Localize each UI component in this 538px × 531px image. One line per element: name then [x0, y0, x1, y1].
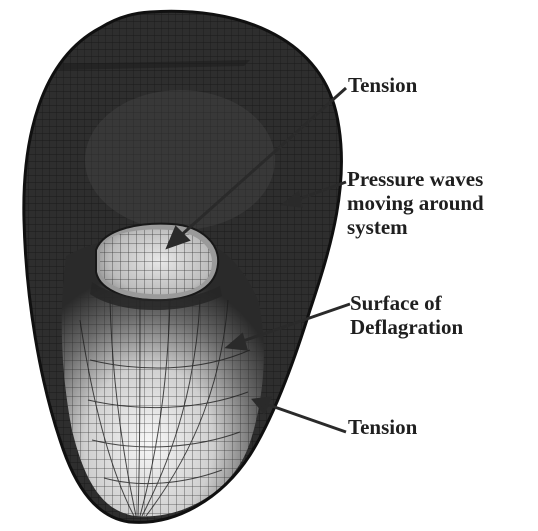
- label-surface-of-deflagration: Surface of Deflagration: [350, 291, 463, 339]
- label-pressure-line-2: moving around: [347, 191, 484, 215]
- label-tension-top-text: Tension: [348, 73, 417, 97]
- label-tension-bottom: Tension: [348, 415, 417, 439]
- label-tension-top: Tension: [348, 73, 417, 97]
- label-pressure-line-1: Pressure waves: [347, 167, 484, 191]
- label-tension-bottom-text: Tension: [348, 415, 417, 439]
- label-surface-line-1: Surface of: [350, 291, 463, 315]
- arrow-tension-bottom: [266, 404, 346, 432]
- label-pressure-line-3: system: [347, 215, 484, 239]
- label-pressure-waves: Pressure waves moving around system: [347, 167, 484, 239]
- label-surface-line-2: Deflagration: [350, 315, 463, 339]
